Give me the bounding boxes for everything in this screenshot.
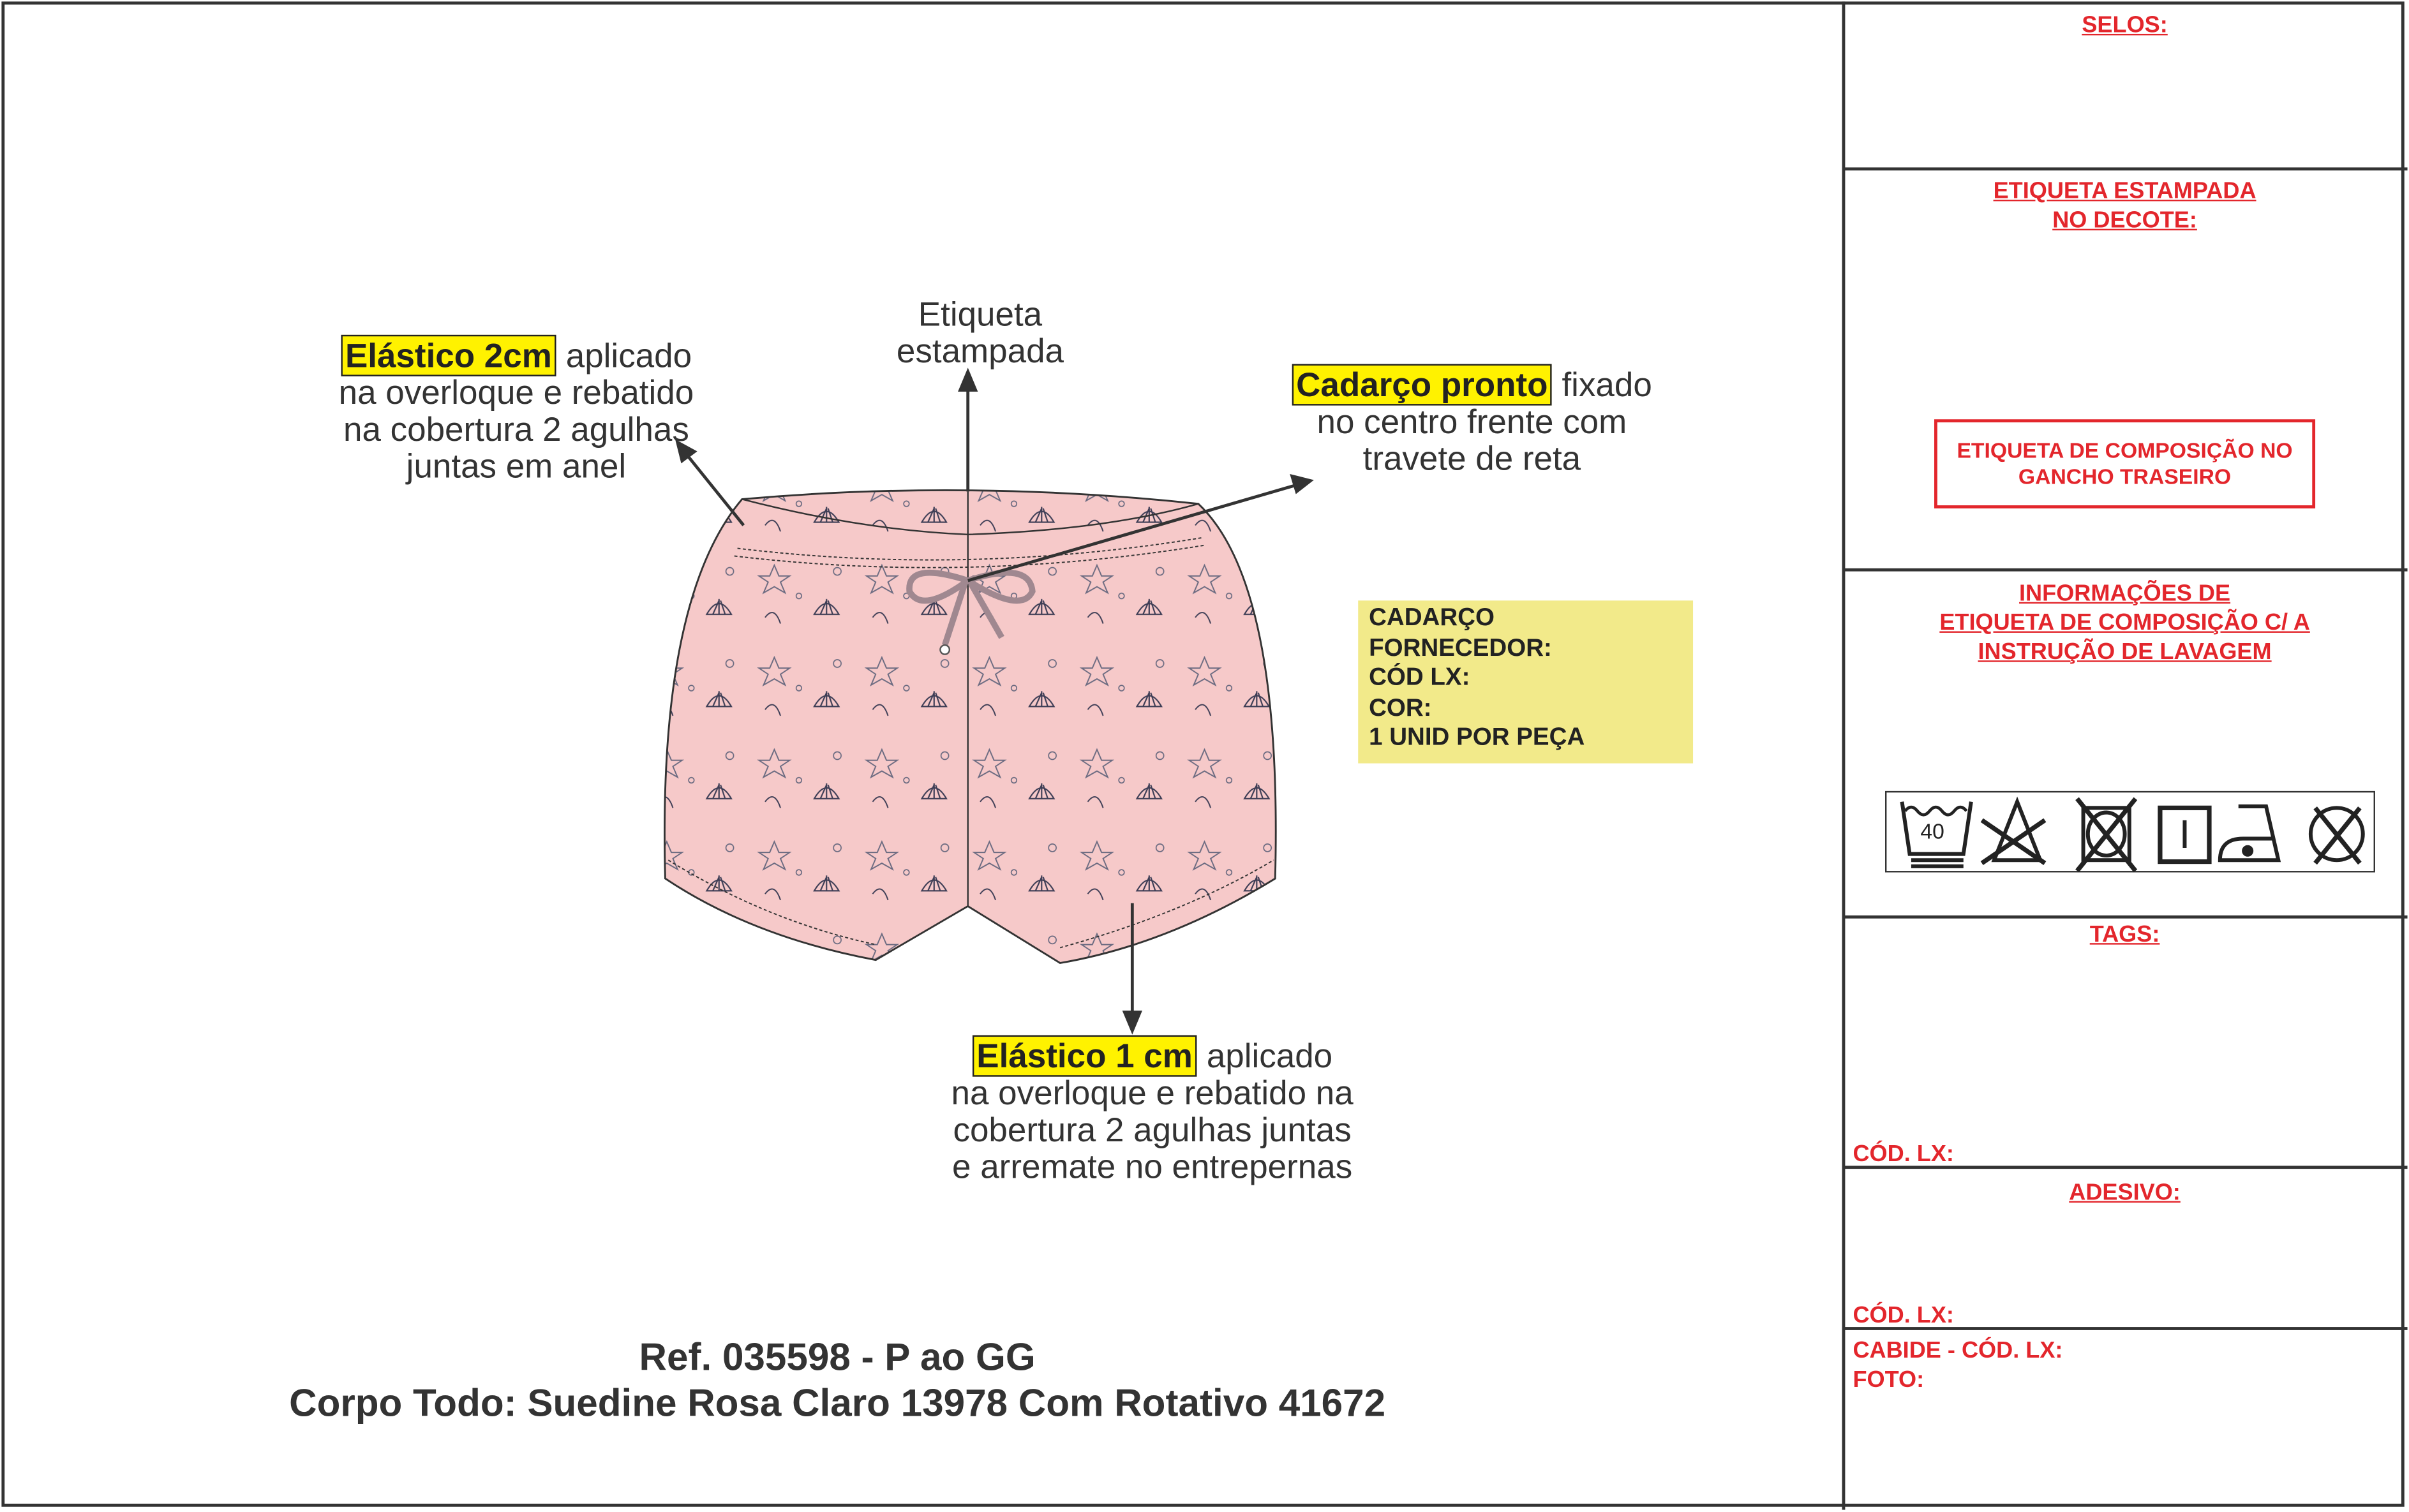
shorts-drawing xyxy=(664,367,1314,1035)
shorts-outline xyxy=(664,489,1277,965)
elastico-1cm-note: Elástico 1 cm aplicado na overloque e re… xyxy=(891,1035,1413,1185)
cor-line: COR: xyxy=(1369,695,1432,722)
tags-label: TAGS: xyxy=(2089,921,2160,948)
wash-40-gentle-icon: 40 xyxy=(1900,801,1973,868)
divider xyxy=(1844,915,2408,919)
do-not-bleach-icon xyxy=(1980,796,2047,865)
cadarco-note: Cadarço pronto fixado no centro frente c… xyxy=(1241,364,1702,477)
selos-label: SELOS: xyxy=(2082,12,2168,39)
divider xyxy=(1844,167,2408,171)
ref-title: Ref. 035598 - P ao GG xyxy=(639,1336,1036,1379)
body-fabric: Corpo Todo: Suedine Rosa Claro 13978 Com… xyxy=(289,1382,1386,1426)
cadarco-info-box: CADARÇO FORNECEDOR: CÓD LX: COR: 1 UNID … xyxy=(1358,600,1694,764)
adesivo-label: ADESIVO: xyxy=(2069,1179,2181,1206)
foto-label: FOTO: xyxy=(1853,1367,1925,1393)
cabide-label: CABIDE - CÓD. LX: xyxy=(1853,1337,2063,1364)
fornecedor-line: FORNECEDOR: xyxy=(1369,635,1552,662)
highlight: Elástico 2cm xyxy=(340,334,557,376)
svg-text:40: 40 xyxy=(1920,819,1944,843)
line-dry-icon xyxy=(2158,805,2212,864)
cod-lx-line: CÓD LX: xyxy=(1369,665,1470,692)
annotation-arrows xyxy=(675,367,1314,1035)
do-not-tumble-dry-icon xyxy=(2075,797,2138,873)
divider xyxy=(1844,1166,2408,1169)
iron-low-icon xyxy=(2218,804,2281,863)
adesivo-cod-label: CÓD. LX: xyxy=(1853,1302,1954,1329)
cadarco-line: CADARÇO xyxy=(1369,605,1495,632)
divider xyxy=(1844,568,2408,572)
highlight: Elástico 1 cm xyxy=(972,1035,1198,1077)
panel-divider xyxy=(1842,1,1846,1510)
care-symbols: 40 xyxy=(1885,790,2375,873)
unid-line: 1 UNID POR PEÇA xyxy=(1369,725,1585,752)
divider xyxy=(1844,1327,2408,1330)
do-not-dry-clean-icon xyxy=(2308,806,2365,865)
highlight: Cadarço pronto xyxy=(1291,364,1553,406)
tags-cod-label: CÓD. LX: xyxy=(1853,1141,1954,1167)
elastico-2cm-note: Elástico 2cm aplicado na overloque e reb… xyxy=(209,334,823,485)
